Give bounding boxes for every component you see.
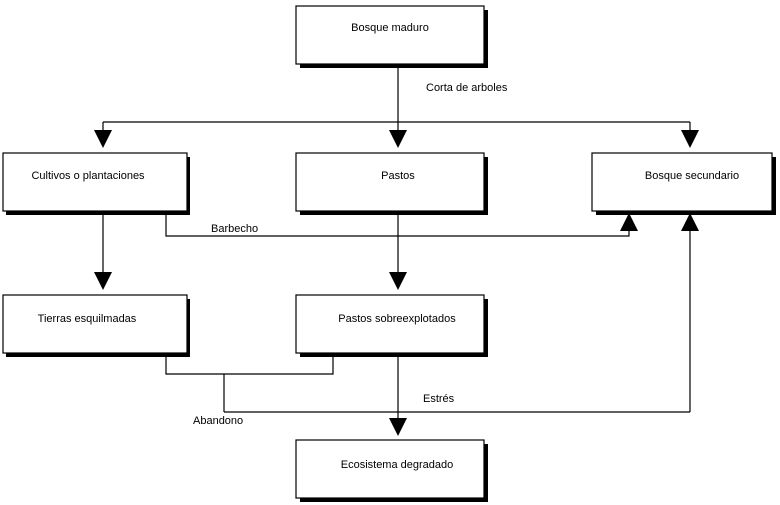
edge-pastures-to-overexploited [389,213,407,290]
node-depleted-land-label: Tierras esquilmadas [38,313,137,325]
node-pastures-label: Pastos [381,170,415,182]
node-degraded-ecosystem: Ecosistema degradado [295,439,488,502]
edge-fallow: Barbecho [165,213,638,237]
node-pastures: Pastos [295,152,488,215]
edge-fallow-label: Barbecho [211,223,258,235]
node-overexploited-pastures: Pastos sobreexplotados [295,294,488,357]
node-overexploited-pastures-label: Pastos sobreexplotados [338,313,456,325]
arrow-to-degraded-ecosystem [389,418,407,436]
node-secondary-forest: Bosque secundario [591,152,776,215]
node-crops-label: Cultivos o plantaciones [31,170,145,182]
node-degraded-ecosystem-label: Ecosistema degradado [341,459,454,471]
arrow-to-overexploited-pastures [389,272,407,290]
node-mature-forest: Bosque maduro [295,5,488,68]
edge-crops-to-depleted [94,213,112,290]
edge-logging: Corta de arboles [94,64,699,148]
arrow-abandonment-to-secondary-forest [681,213,699,231]
edge-stress-label: Estrés [423,393,455,405]
edge-logging-label: Corta de arboles [426,82,508,94]
edge-abandonment-label: Abandono [193,415,243,427]
node-depleted-land: Tierras esquilmadas [2,294,190,357]
node-secondary-forest-label: Bosque secundario [645,170,739,182]
arrow-to-depleted-land [94,272,112,290]
arrow-fallow-to-secondary-forest [620,213,638,231]
node-mature-forest-label: Bosque maduro [351,22,429,34]
arrow-to-pastures [389,130,407,148]
edge-abandonment-stress: Abandono Estrés [165,213,699,436]
arrow-to-secondary-forest [681,130,699,148]
arrow-to-crops [94,130,112,148]
node-crops: Cultivos o plantaciones [2,152,190,215]
